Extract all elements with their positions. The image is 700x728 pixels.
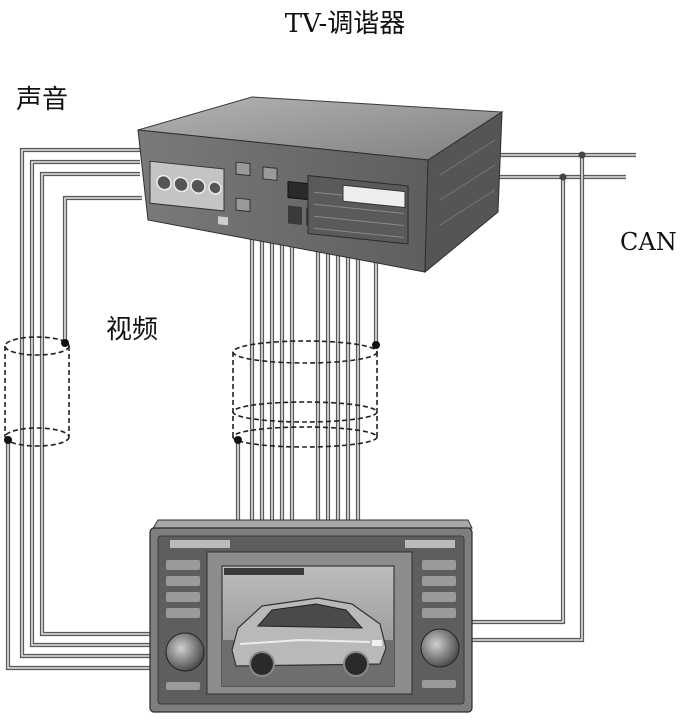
audio-cable-2	[29, 159, 160, 648]
grille-line	[314, 203, 404, 214]
car-wheel	[249, 651, 275, 677]
tv-tuner-device	[137, 96, 504, 274]
rca-connector	[156, 174, 172, 191]
audio-cable-3	[39, 171, 160, 637]
antenna-port	[262, 166, 278, 181]
head-unit-button	[166, 576, 200, 586]
cable-core	[470, 177, 564, 623]
car-wheel	[343, 651, 369, 677]
shield-ellipse-top	[232, 340, 378, 364]
shield-contact-dot	[4, 436, 12, 444]
car-windows	[256, 603, 364, 629]
tuner-side-rib	[439, 164, 496, 201]
shield-contact-dot	[61, 339, 69, 347]
label-can: CAN	[620, 228, 677, 256]
tuner-screw	[218, 216, 228, 226]
screen-header-bar	[224, 568, 304, 575]
shield-ellipse-bottom	[232, 426, 378, 448]
label-audio: 声音	[16, 85, 68, 115]
center-shield	[232, 340, 380, 448]
tuner-sticker	[342, 184, 406, 209]
shield-contact-dot	[372, 341, 380, 349]
head-unit-button	[422, 560, 456, 570]
tuner-side-face	[424, 111, 503, 274]
rca-connector	[190, 178, 206, 194]
can-junction-node	[559, 173, 567, 181]
can-drop-1	[470, 155, 585, 643]
label-video: 视频	[106, 315, 158, 345]
head-unit-top-strip	[405, 540, 455, 548]
head-unit-button	[166, 592, 200, 602]
left-shield	[4, 336, 70, 447]
tuning-knob	[420, 628, 460, 668]
cable-core	[31, 161, 160, 646]
head-unit-button	[422, 608, 456, 618]
head-unit-button	[422, 576, 456, 586]
can-drop-2	[470, 177, 566, 625]
antenna-port	[235, 197, 251, 213]
head-unit-button	[422, 680, 456, 688]
shield-ellipse-bottom	[4, 427, 70, 447]
diagram-title: TV-调谐器	[285, 9, 406, 39]
shield-ellipse-top	[4, 336, 70, 356]
tuner-grille	[307, 175, 409, 245]
head-unit-device	[149, 519, 473, 713]
can-junction-node	[578, 151, 586, 159]
cable-core	[7, 440, 160, 669]
car-headlight	[372, 640, 382, 646]
head-unit-button	[422, 592, 456, 602]
grille-line	[314, 215, 404, 226]
tuner-front-details	[149, 160, 409, 245]
car-image	[222, 597, 394, 686]
head-unit-button	[166, 560, 200, 570]
cable-core	[21, 149, 160, 657]
antenna-port	[235, 161, 251, 177]
tuner-side-rib	[439, 189, 496, 226]
cable-core	[41, 173, 160, 635]
cable-group	[5, 147, 636, 671]
head-unit-button	[166, 608, 200, 618]
car-highlight	[239, 638, 371, 645]
rca-connector	[208, 181, 222, 195]
volume-knob	[165, 632, 205, 672]
grille-line	[314, 227, 404, 238]
rca-connector	[173, 176, 189, 193]
cable-core	[64, 197, 142, 342]
head-unit-top-strip	[170, 540, 230, 548]
shield-ellipse-middle	[232, 401, 378, 423]
tuner-side-rib	[439, 139, 496, 176]
shield-contact-dot	[234, 436, 242, 444]
tuner-socket	[288, 205, 302, 225]
cable-core	[470, 155, 583, 641]
head-unit-button	[166, 682, 200, 690]
